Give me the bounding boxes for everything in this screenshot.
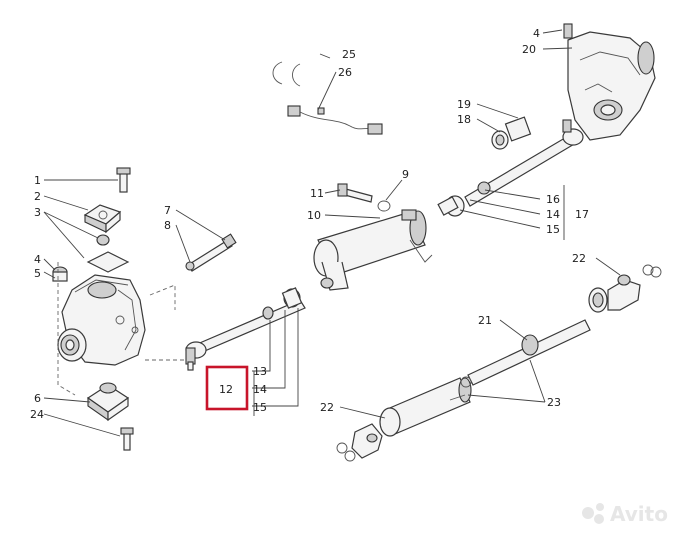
left-knuckle-housing (52, 167, 188, 451)
callout-11: 11 (310, 187, 324, 200)
right-knuckle-housing (491, 23, 656, 150)
sensor-harness-25-26 (272, 61, 383, 135)
callout-25: 25 (342, 48, 356, 61)
callout-3: 3 (34, 206, 41, 219)
upper-tie-rod-16 (437, 119, 584, 217)
watermark: Avito (582, 502, 668, 526)
shaft-assembly-21-23 (336, 264, 662, 462)
cylinder-10 (313, 183, 433, 291)
callout-4: 4 (34, 253, 41, 266)
callout-18: 18 (457, 113, 471, 126)
callout-6: 6 (34, 392, 41, 405)
callout-7: 7 (164, 204, 171, 217)
callout-8: 8 (164, 219, 171, 232)
callout-21: 21 (478, 314, 492, 327)
callout-10: 10 (307, 209, 321, 222)
callout-24: 24 (30, 408, 44, 421)
callout-20: 20 (522, 43, 536, 56)
callout-13: 13 (253, 365, 267, 378)
highlight-box-12 (205, 365, 249, 411)
tie-rod-end-12 (185, 287, 306, 371)
callout-14-lower: 14 (253, 383, 267, 396)
callout-22-left: 22 (320, 401, 334, 414)
bolt-7-8 (185, 233, 237, 272)
callout-23: 23 (547, 396, 561, 409)
callout-2: 2 (34, 190, 41, 203)
callout-1: 1 (34, 174, 41, 187)
callout-14-upper: 14 (546, 208, 560, 221)
callout-26: 26 (338, 66, 352, 79)
callout-labels: 1 2 3 4 5 6 24 7 8 11 10 9 12 13 14 15 1… (30, 27, 589, 421)
callout-15-upper: 15 (546, 223, 560, 236)
callout-9: 9 (402, 168, 409, 181)
callout-22-right: 22 (572, 252, 586, 265)
callout-15-lower: 15 (253, 401, 267, 414)
callout-4-upper: 4 (533, 27, 540, 40)
callout-16: 16 (546, 193, 560, 206)
watermark-text: Avito (610, 502, 668, 526)
callout-17: 17 (575, 208, 589, 221)
callout-5: 5 (34, 267, 41, 280)
callout-19: 19 (457, 98, 471, 111)
leader-lines (43, 29, 621, 437)
callout-12: 12 (219, 383, 233, 396)
